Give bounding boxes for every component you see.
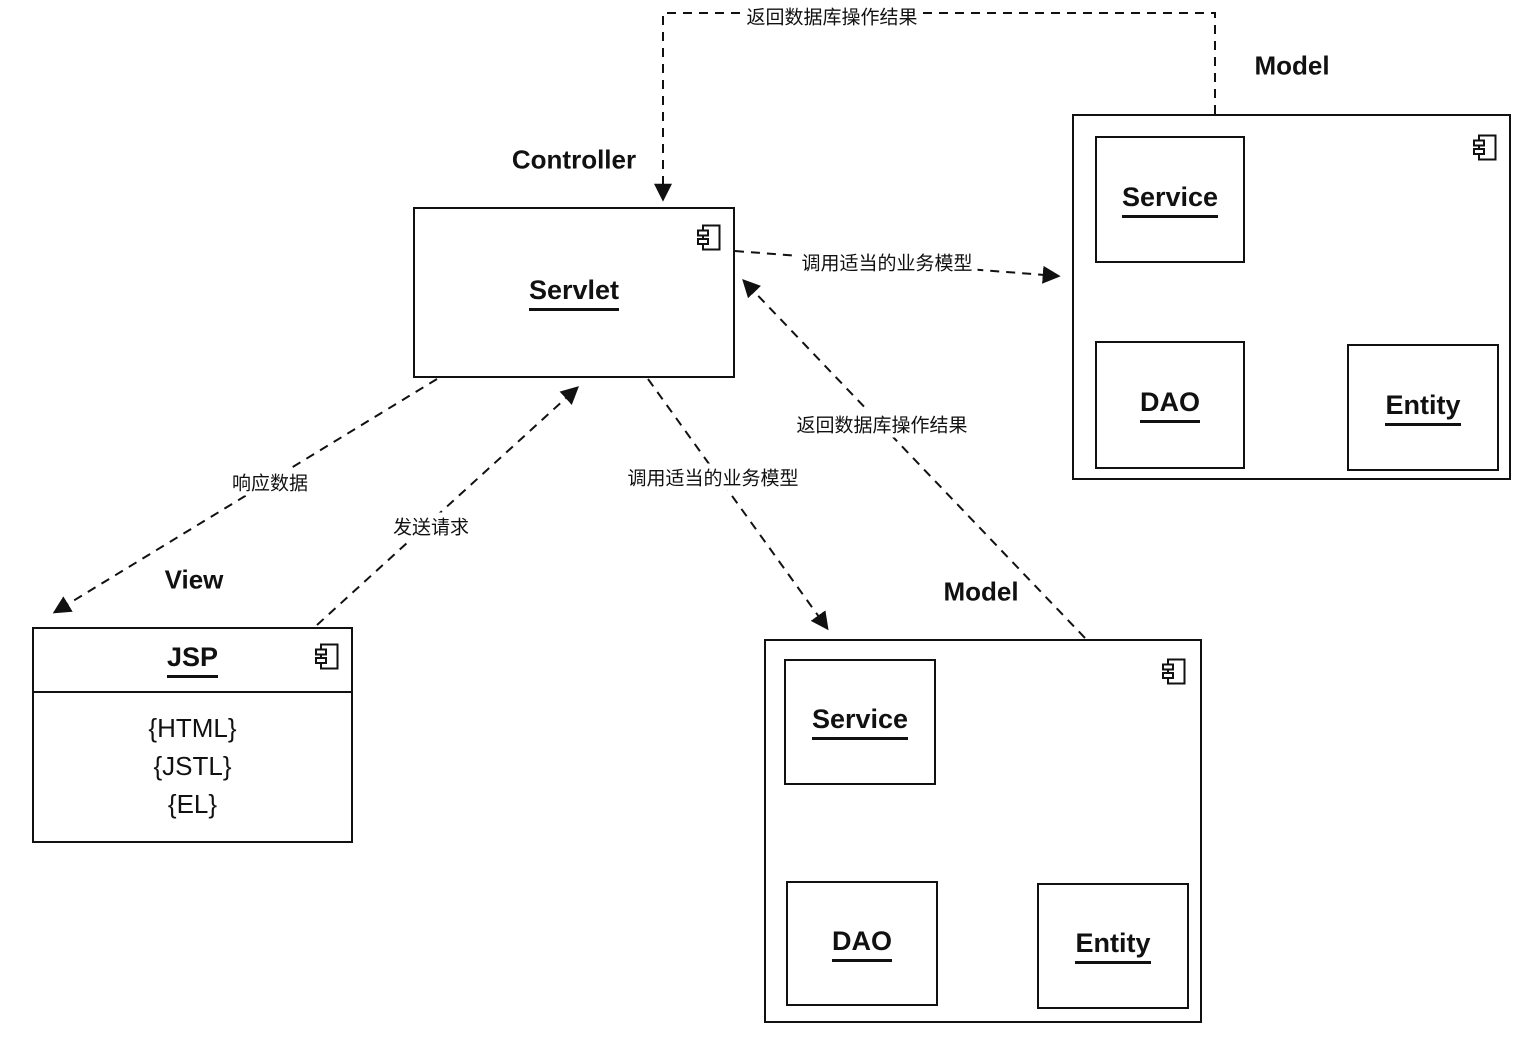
edge-label-return-db-mid: 返回数据库操作结果 xyxy=(791,410,973,438)
controller-title: Controller xyxy=(511,144,637,175)
view-stereotype-el: {EL} xyxy=(167,789,218,819)
model-top-package: Service DAO Entity xyxy=(1072,114,1511,480)
service-label: Service xyxy=(1121,182,1219,218)
component-icon xyxy=(1162,658,1186,685)
jsp-label: JSP xyxy=(166,642,219,678)
view-stereotype-jstl: {JSTL} xyxy=(153,751,232,781)
view-stereotype-html: {HTML} xyxy=(148,713,237,743)
component-icon xyxy=(1473,134,1497,161)
model-top-title: Model xyxy=(1254,50,1330,81)
edge-respond-data xyxy=(52,378,438,614)
edge-label-return-db-top: 返回数据库操作结果 xyxy=(741,2,923,30)
edge-label-send-request: 发送请求 xyxy=(387,512,475,540)
dao-label: DAO xyxy=(1140,387,1200,423)
dao-node-top: DAO xyxy=(1095,341,1245,469)
view-title: View xyxy=(164,564,224,595)
model-bottom-package: Service DAO Entity xyxy=(764,639,1202,1023)
dao-node-bottom: DAO xyxy=(786,881,938,1006)
dao-label: DAO xyxy=(832,926,892,962)
servlet-label: Servlet xyxy=(528,275,620,311)
edge-label-respond-data: 响应数据 xyxy=(226,468,314,496)
edge-return-db-mid xyxy=(742,279,1086,639)
entity-node-bottom: Entity xyxy=(1037,883,1189,1009)
entity-node-top: Entity xyxy=(1347,344,1499,471)
service-node-bottom: Service xyxy=(784,659,936,785)
component-icon xyxy=(697,224,721,251)
entity-label: Entity xyxy=(1385,390,1461,426)
edge-send-request xyxy=(316,386,579,626)
view-body: {HTML} {JSTL} {EL} xyxy=(34,693,351,823)
model-bottom-title: Model xyxy=(943,576,1019,607)
edge-label-call-model-mid: 调用适当的业务模型 xyxy=(622,463,804,491)
service-label: Service xyxy=(811,704,909,740)
view-node: JSP {HTML} {JSTL} {EL} xyxy=(32,627,353,843)
component-icon xyxy=(315,643,339,670)
entity-label: Entity xyxy=(1075,928,1151,964)
servlet-node: Servlet xyxy=(413,207,735,378)
service-node-top: Service xyxy=(1095,136,1245,263)
view-header: JSP xyxy=(34,629,351,693)
edge-label-call-model-top: 调用适当的业务模型 xyxy=(796,248,978,276)
